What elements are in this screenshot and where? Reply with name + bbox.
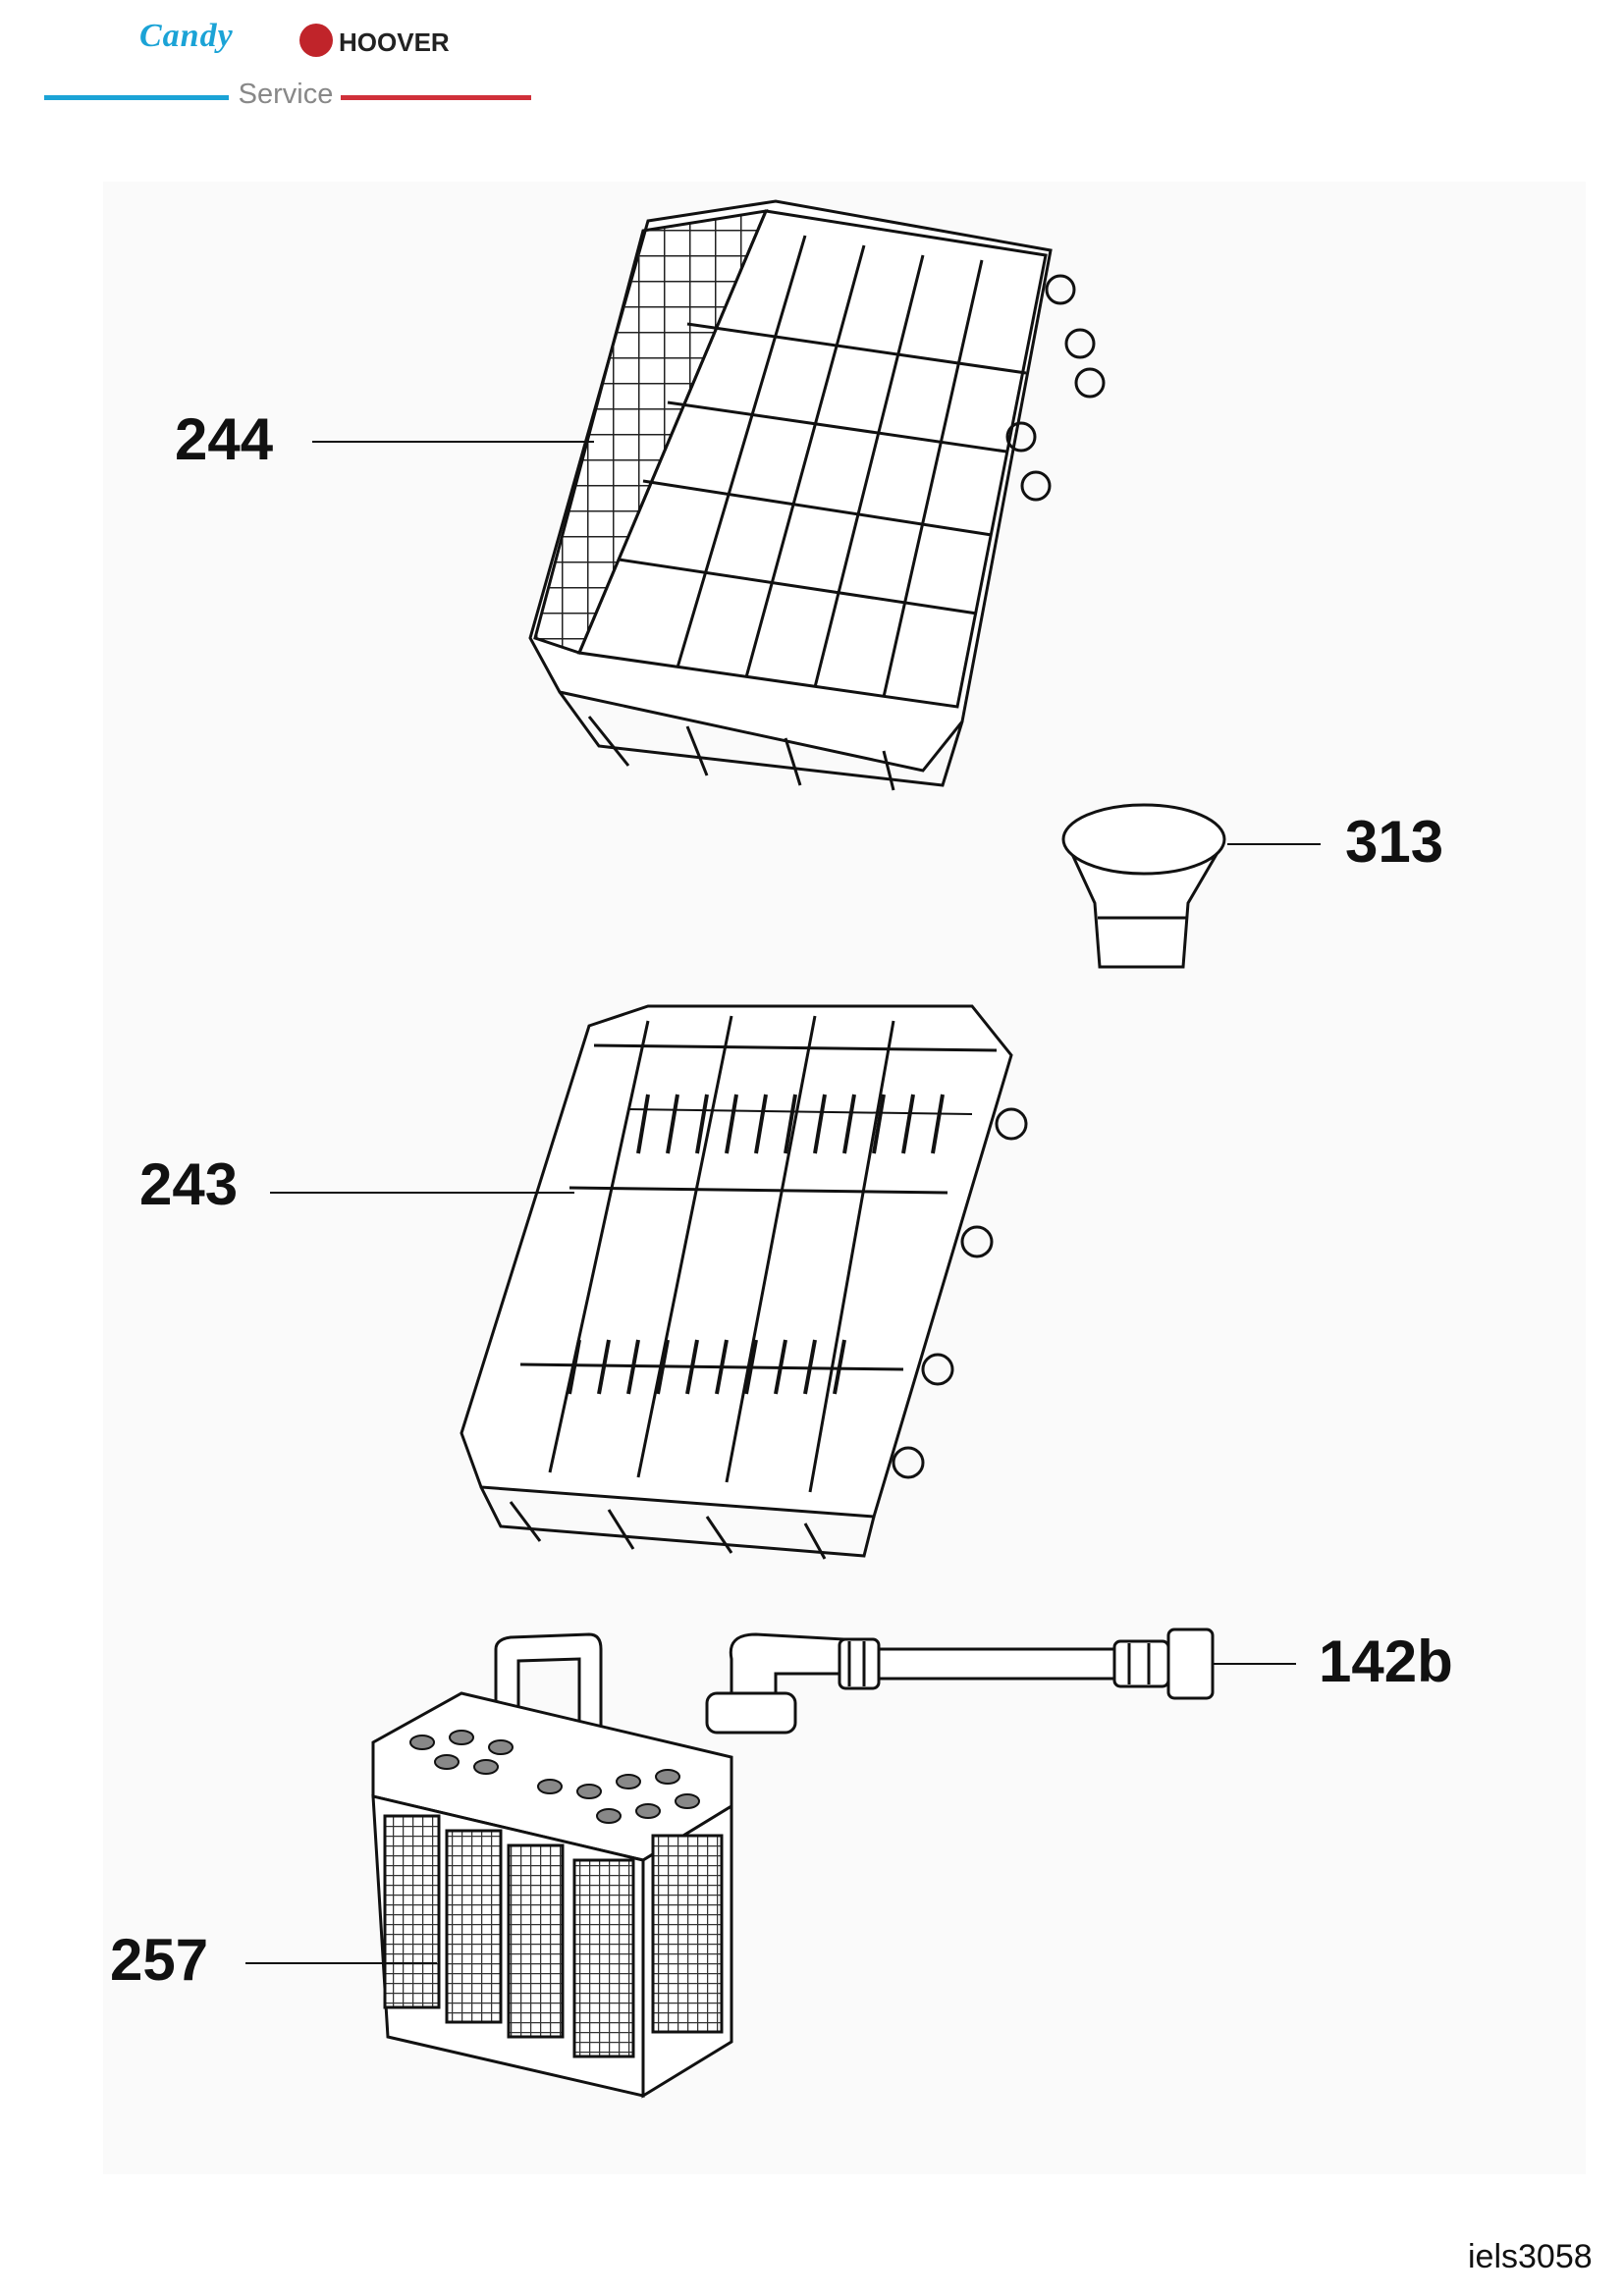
- candy-logo: Candy: [139, 18, 234, 54]
- service-label: Service: [238, 79, 334, 110]
- document-ref-code: iels3058: [1468, 2238, 1593, 2275]
- hoover-logo-icon: [299, 24, 333, 57]
- hoover-logo: HOOVER: [339, 27, 450, 57]
- part-label-244: 244: [175, 406, 274, 472]
- part-label-142b: 142b: [1319, 1629, 1453, 1694]
- upper-basket-244: [528, 199, 1106, 791]
- lower-basket-243: [460, 1004, 1028, 1560]
- hose-142b: [705, 1628, 1215, 1735]
- part-label-243: 243: [139, 1151, 239, 1217]
- brand-header: Candy HOOVER Service: [0, 0, 589, 128]
- salt-funnel-313: [1061, 803, 1226, 969]
- service-banner: Service: [44, 79, 531, 114]
- cutlery-basket-257: [371, 1632, 733, 2099]
- leader-lines: [245, 441, 1321, 1964]
- blue-rule: [44, 95, 229, 100]
- part-label-257: 257: [110, 1927, 209, 1993]
- red-rule: [341, 95, 531, 100]
- part-label-313: 313: [1345, 809, 1444, 875]
